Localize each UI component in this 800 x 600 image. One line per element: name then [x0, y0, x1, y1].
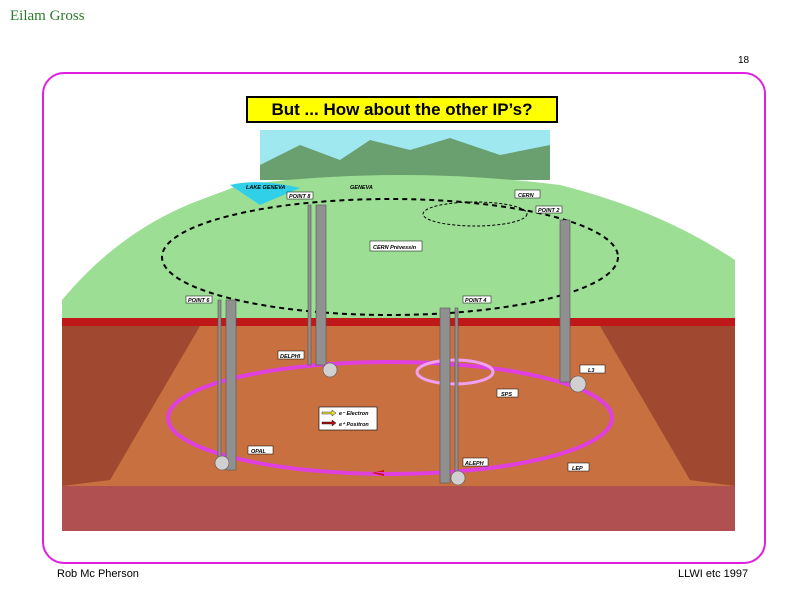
label-lake-geneva: LAKE GENEVA: [246, 185, 285, 191]
beam-legend: e⁻ Electron e⁺ Positron: [318, 406, 378, 431]
label-lep: LEP: [572, 466, 583, 472]
label-point4: POINT 4: [465, 298, 486, 304]
cavern-wall-left: [62, 326, 200, 486]
label-sps: SPS: [501, 392, 512, 398]
bedrock: [62, 486, 735, 531]
page-number: 18: [738, 55, 750, 66]
mountains: [260, 138, 550, 180]
lep-surface-outline: [161, 198, 619, 316]
positron-direction-arrow-icon: [372, 470, 384, 476]
sps-surface-outline: [422, 201, 528, 227]
label-aleph: ALEPH: [464, 461, 485, 467]
surface-labels: LAKE GENEVA GENEVA POINT 8 CERN POINT 2 …: [185, 185, 563, 304]
legend-electron: e⁻ Electron: [339, 411, 369, 417]
slide-title: But ... How about the other IP’s?: [246, 96, 558, 123]
legend-positron: e⁺ Positron: [339, 422, 369, 428]
label-delphi: DELPHI: [280, 354, 301, 360]
cavern-wall-right: [600, 326, 735, 486]
label-geneva: GENEVA: [350, 185, 373, 191]
label-point8: POINT 8: [289, 194, 311, 200]
footer-author: Rob Mc Pherson: [57, 568, 139, 580]
slide-frame: [42, 72, 766, 564]
electron-arrow-icon: [321, 409, 337, 417]
label-opal: OPAL: [251, 449, 267, 455]
lep-ring: [166, 360, 614, 476]
positron-arrow-icon: [321, 419, 337, 427]
lake-geneva: [230, 182, 300, 205]
label-point2: POINT 2: [538, 208, 559, 214]
label-l3: L3: [588, 368, 594, 374]
label-point6: POINT 6: [188, 298, 210, 304]
experiment-caverns: [214, 362, 587, 486]
label-cern-prevessin: CERN Prévessin: [373, 245, 417, 251]
footer-conference: LLWI etc 1997: [678, 568, 749, 580]
underground-labels: DELPHI L3 SPS OPAL ALEPH LEP: [247, 350, 606, 472]
ground-line: [62, 318, 735, 326]
author-name: Eilam Gross: [10, 8, 85, 24]
label-cern: CERN: [518, 193, 535, 199]
access-shafts: [217, 204, 571, 484]
